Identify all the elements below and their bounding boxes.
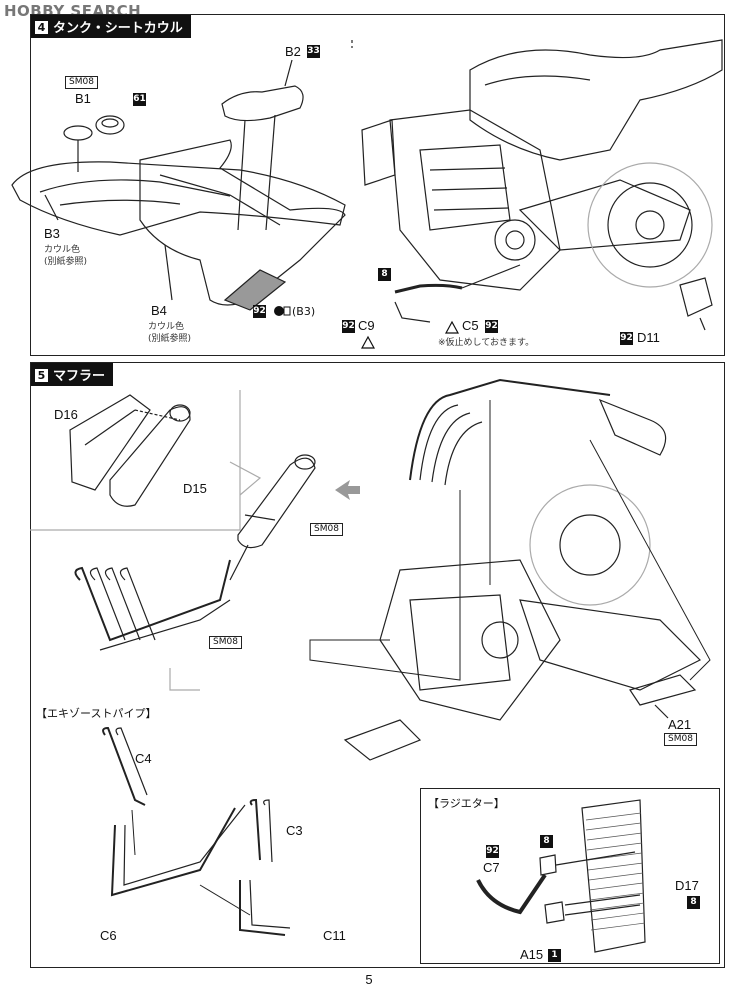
warning-icon (360, 335, 376, 349)
c9-num: 92 (342, 320, 355, 333)
d17-num: 8 (687, 896, 700, 909)
d11-num: 92 (620, 332, 633, 345)
exhaust-title: 【エキゾーストパイプ】 (36, 707, 157, 720)
tank-cowl-b3 (11, 161, 346, 236)
step4-number: 4 (35, 21, 48, 34)
pipe-c4 (102, 726, 146, 806)
part-a21 (629, 674, 697, 706)
label-c6: C6 (100, 928, 117, 943)
label-d11: D11 (637, 330, 660, 345)
label-c9: C9 (358, 318, 375, 333)
label-a15: A15 (520, 947, 544, 962)
radiator-shroud (361, 119, 396, 186)
radiator-d17 (581, 799, 646, 953)
step4-title: タンク・シートカウル (53, 21, 183, 36)
pipe-c11 (239, 880, 286, 936)
step5-header: 5 マフラー (31, 363, 114, 386)
b4-note1: カウル色 (148, 322, 185, 332)
c5-note: ※仮止めしておきます。 (438, 338, 535, 348)
a21-tag: SM08 (664, 733, 697, 746)
b3-note1: カウル色 (44, 245, 81, 255)
b1-tag: SM08 (65, 76, 98, 89)
label-c4: C4 (135, 751, 152, 766)
bike-tank (469, 39, 723, 161)
label-c5: C5 (462, 318, 479, 333)
hose-c9 (394, 301, 431, 323)
heat-shield-d16 (69, 394, 151, 491)
muffler-assembled (598, 398, 667, 456)
pipe-c3 (249, 798, 261, 861)
label-d16: D16 (54, 407, 78, 422)
label-c7: C7 (483, 860, 500, 875)
label-d17: D17 (675, 878, 699, 893)
label-c3: C3 (286, 823, 303, 838)
label-b2: B2 (285, 44, 301, 59)
front-spoiler (343, 719, 422, 761)
label-c11: C11 (323, 928, 346, 943)
sm08-a-tag: SM08 (310, 523, 343, 536)
hose-c7 (476, 873, 547, 915)
bike-engine (389, 109, 561, 291)
radiator-title: 【ラジエター】 (428, 797, 505, 810)
label-b4: B4 (151, 303, 167, 318)
step4-header: 4 タンク・シートカウル (31, 15, 191, 38)
silencer-assembled (237, 457, 316, 549)
radiator-fitting (539, 854, 557, 876)
page-number: 5 (365, 972, 373, 987)
arrow-icon (335, 480, 360, 500)
c5-num: 92 (485, 320, 498, 333)
warning-icon-c5 (444, 320, 460, 334)
step5-panel: 5 マフラー (30, 362, 725, 968)
silencer-d15 (109, 406, 191, 507)
paint-dot-icon (274, 306, 284, 316)
fitting-a15 (544, 901, 565, 924)
paint-num: 92 (253, 305, 266, 318)
step5-title: マフラー (53, 369, 106, 384)
label-b1: B1 (75, 91, 91, 106)
step4-panel: 4 タンク・シートカウル (30, 14, 725, 356)
rear-wheel (587, 162, 713, 288)
b4-note2: (別紙参照) (148, 334, 192, 344)
pipe-c6 (110, 807, 236, 897)
paint-ref: (B3) (292, 305, 316, 318)
sm08-b-tag: SM08 (209, 636, 242, 649)
label-a21: A21 (668, 717, 692, 732)
part-d11 (679, 277, 713, 317)
label-b3: B3 (44, 226, 60, 241)
radiator-panel (420, 788, 720, 964)
c7-num: 92 (486, 845, 499, 858)
a15-num: 1 (548, 949, 561, 962)
b1-num: 61 (133, 93, 146, 106)
radiator-num8: 8 (540, 835, 553, 848)
seat-b2 (221, 85, 304, 122)
fuel-cap-b1 (95, 115, 125, 135)
step5-number: 5 (35, 369, 48, 382)
b2-num: 33 (307, 45, 320, 58)
label-d15: D15 (183, 481, 207, 496)
rear-wheel-5 (529, 484, 651, 606)
exhaust-headers-assembled (409, 378, 611, 481)
b3-note2: (別紙参照) (44, 257, 88, 267)
frame-rear (519, 599, 702, 691)
num8-step4: 8 (378, 268, 391, 281)
